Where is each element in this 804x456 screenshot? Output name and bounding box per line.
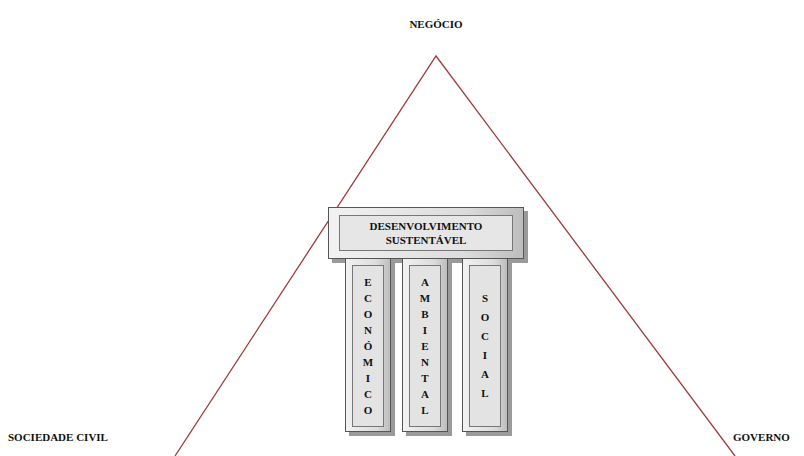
pillar-label: ECONÓMICO bbox=[363, 274, 374, 418]
pillar-label: SOCIAL bbox=[480, 289, 491, 403]
stakeholder-label: NEGÓCIO bbox=[409, 18, 462, 30]
triangle-outline bbox=[175, 56, 735, 456]
pillar-box: SOCIAL bbox=[462, 258, 508, 432]
pillar-box: AMBIENTAL bbox=[402, 258, 448, 432]
lintel-box: DESENVOLVIMENTO SUSTENTÁVEL bbox=[328, 207, 524, 259]
stakeholder-label: SOCIEDADE CIVIL bbox=[8, 431, 108, 443]
pillar-label: AMBIENTAL bbox=[420, 274, 431, 418]
pillar-box: ECONÓMICO bbox=[345, 258, 391, 432]
stakeholder-label: GOVERNO bbox=[733, 431, 790, 443]
lintel-label: DESENVOLVIMENTO SUSTENTÁVEL bbox=[348, 219, 504, 247]
